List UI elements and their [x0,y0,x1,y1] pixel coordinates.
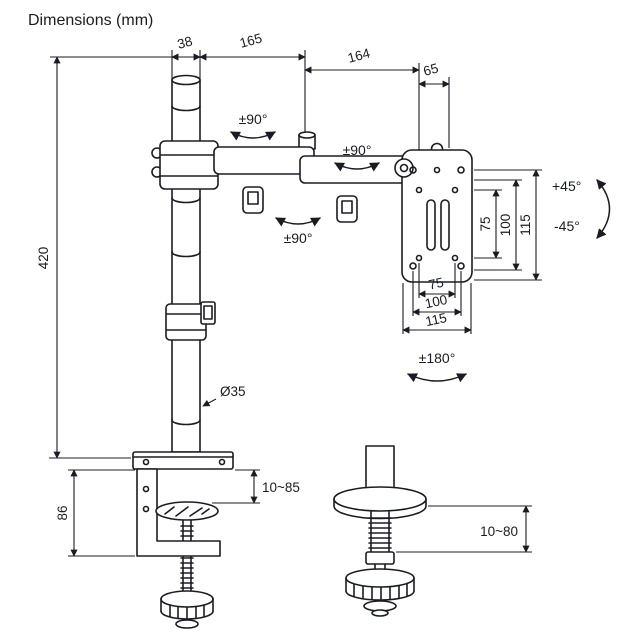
dim-label-vesa-side-115: 115 [518,214,533,236]
grommet-mount [333,445,427,617]
left-dimensions: 420 86 [36,56,135,557]
top-dimensions: 38 165 164 65 [50,30,450,158]
rotation-annotations: ±90° ±90° ±90° ±180° +45° -45° Ø35 [202,111,611,407]
tilt-down-label: -45° [554,218,580,234]
rotate-mid-joint-label: ±90° [343,142,372,158]
pole-top-cap [171,74,201,86]
rotate-arm-label: ±90° [284,230,313,246]
dim-label-65: 65 [422,60,440,78]
pole-diameter-leader [202,398,217,407]
dim-label-vesa-side-75: 75 [478,216,493,231]
dim-label-164: 164 [346,45,372,65]
tilt-up-label: +45° [552,178,581,194]
tilt-arrow [596,179,611,239]
clamp-knob [160,590,214,608]
pole-collar [165,303,207,341]
clamp-range-dimension: 10~85 [212,469,300,504]
dim-label-vesa-bottom-100: 100 [423,292,448,311]
arm-segment-1 [213,146,315,175]
grommet-range-dimension: 10~80 [396,505,532,553]
rotate-mid-joint-arrow [334,162,380,172]
grommet-knob [345,568,415,588]
dim-label-165: 165 [238,30,264,50]
pole-column [171,79,201,453]
vesa-dimensions-right: 75 100 115 [474,169,542,281]
desk-clamp [132,451,234,629]
dim-label-86: 86 [55,505,70,520]
vesa-plate [394,142,473,283]
rotate-pole-arrow [230,131,276,141]
cable-clip-arm-1 [242,186,264,214]
grommet-knob-tip-end [371,609,389,617]
arm-bracket [159,140,219,190]
rotate-arm-arrow [275,217,321,227]
rotate-pole-label: ±90° [239,111,268,127]
diagram-title: Dimensions (mm) [28,12,153,29]
vesa-slot [440,199,450,251]
dim-label-grommet-range: 10~80 [480,524,518,539]
clamp-knob-tip [175,619,199,629]
dim-label-clamp-range: 10~85 [262,480,300,495]
clamp-pad [155,501,219,521]
vesa-hinge [394,158,414,178]
dim-label-38: 38 [176,33,194,51]
vesa-plate-body [401,149,473,283]
dim-label-420: 420 [36,247,51,270]
rotate-vesa-arrow [407,373,467,383]
pole [151,74,219,453]
dim-label-vesa-bottom-75: 75 [427,275,445,293]
clamp-bracket [136,468,221,557]
vesa-dimensions-bottom: 75 100 115 [402,263,472,334]
grommet-nut [365,551,395,565]
grommet-washer [333,486,427,512]
arm-assembly [213,131,417,223]
vesa-slot [426,199,436,251]
pole-diameter-label: Ø35 [220,384,246,399]
dim-label-vesa-bottom-115: 115 [424,310,448,329]
rotate-vesa-label: ±180° [419,350,456,366]
cable-clip-arm-2 [336,195,358,223]
dim-label-vesa-side-100: 100 [498,214,513,237]
